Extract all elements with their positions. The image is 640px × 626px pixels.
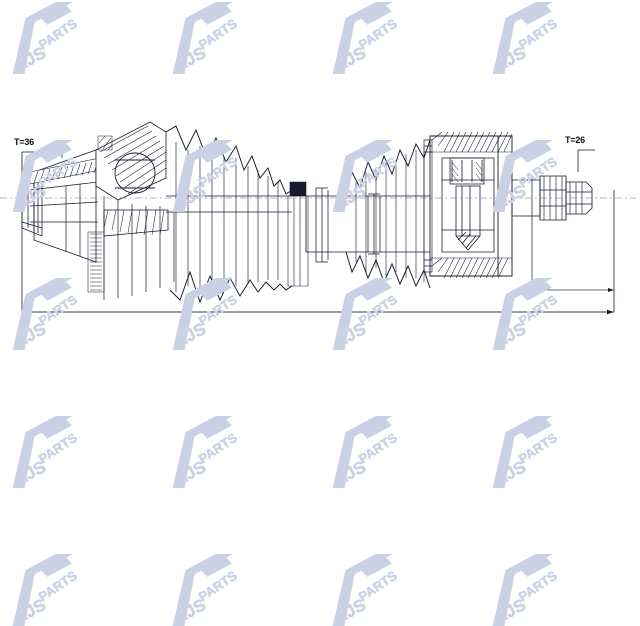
watermark-tile: AJS PARTS bbox=[312, 416, 432, 488]
svg-text:PARTS: PARTS bbox=[356, 568, 400, 605]
tripod-spider bbox=[449, 157, 485, 251]
boot-section-lines bbox=[166, 142, 292, 292]
svg-text:PARTS: PARTS bbox=[36, 568, 80, 605]
ball-cage-bearing bbox=[114, 152, 156, 194]
spline-hatch-band bbox=[29, 157, 101, 185]
watermark-tile: AJS PARTS bbox=[312, 554, 432, 626]
svg-text:AJS: AJS bbox=[331, 595, 369, 626]
boot-clamp-small bbox=[287, 181, 309, 287]
hub-key-block bbox=[97, 135, 113, 151]
svg-text:PARTS: PARTS bbox=[356, 430, 400, 467]
shaft-step-rings bbox=[315, 187, 381, 263]
svg-text:AJS: AJS bbox=[11, 457, 49, 488]
outer-boot-bellows bbox=[165, 125, 293, 304]
svg-text:AJS: AJS bbox=[491, 595, 529, 626]
cv-outer-race-lower bbox=[103, 209, 169, 237]
label-right-spline-count: T=26 bbox=[565, 135, 585, 145]
inner-boot-section-lines bbox=[355, 148, 425, 282]
housing-seal-lip bbox=[423, 139, 433, 273]
watermark-tile: AJS PARTS bbox=[152, 416, 272, 488]
svg-text:PARTS: PARTS bbox=[196, 430, 240, 467]
svg-text:PARTS: PARTS bbox=[516, 568, 560, 605]
watermark-tile: AJS PARTS bbox=[632, 554, 640, 626]
svg-text:AJS: AJS bbox=[171, 457, 209, 488]
svg-text:PARTS: PARTS bbox=[196, 568, 240, 605]
svg-text:AJS: AJS bbox=[11, 595, 49, 626]
watermark-tile: AJS PARTS bbox=[0, 554, 112, 626]
watermark-tile: AJS PARTS bbox=[472, 416, 592, 488]
cv-axle-technical-drawing bbox=[0, 121, 636, 315]
watermark-tile: AJS PARTS bbox=[152, 554, 272, 626]
cv-outer-race bbox=[95, 121, 167, 201]
dimension-frame bbox=[21, 178, 615, 315]
inner-boot-bellows bbox=[345, 139, 431, 289]
watermark-tile: AJS PARTS bbox=[632, 416, 640, 488]
svg-text:PARTS: PARTS bbox=[36, 430, 80, 467]
watermark-tile: AJS PARTS bbox=[0, 416, 112, 488]
svg-text:PARTS: PARTS bbox=[516, 430, 560, 467]
label-left-spline-count: T=36 bbox=[14, 137, 34, 147]
svg-text:AJS: AJS bbox=[331, 457, 369, 488]
leader-right bbox=[577, 149, 595, 172]
svg-text:AJS: AJS bbox=[491, 457, 529, 488]
watermark-tile: AJS PARTS bbox=[472, 554, 592, 626]
roller-hatch bbox=[451, 161, 483, 183]
joint-body-ribs bbox=[103, 196, 175, 300]
svg-text:AJS: AJS bbox=[171, 595, 209, 626]
